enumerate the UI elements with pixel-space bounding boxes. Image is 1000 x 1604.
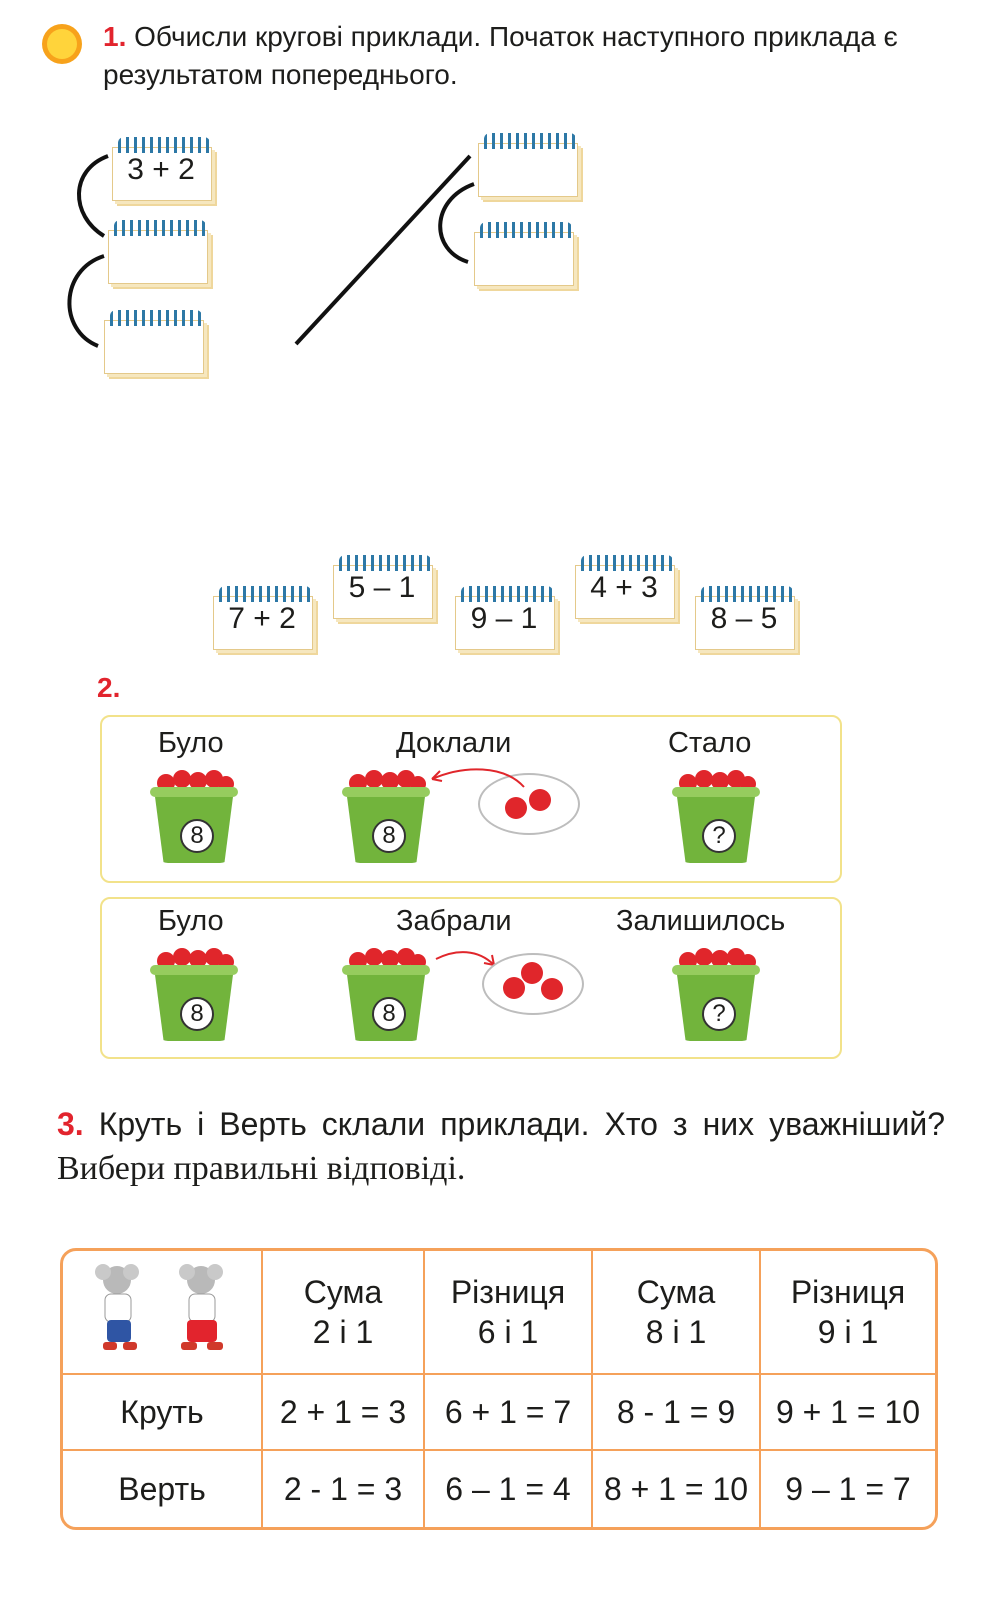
example-card — [108, 220, 208, 284]
example-text: 3 + 2 — [127, 153, 195, 186]
task3-text-b: Вибери правильні відповіді. — [57, 1150, 466, 1187]
label-before: Було — [158, 905, 224, 937]
arrow-icon — [431, 768, 525, 788]
header-cell: Різниця 9 і 1 — [761, 1251, 935, 1375]
bucket-icon: 8 — [340, 769, 432, 865]
header-cell: Різниця 6 і 1 — [425, 1251, 593, 1375]
plate-with-apples-icon — [482, 953, 584, 1015]
header-numbers: 9 і 1 — [817, 1314, 879, 1350]
plate-with-apples-icon — [478, 773, 580, 835]
label-removed: Забрали — [396, 905, 512, 937]
task3-number: 3. — [57, 1106, 84, 1142]
example-card: 7 + 2 — [213, 586, 313, 650]
header-cell: Сума 2 і 1 — [263, 1251, 425, 1375]
task3-text-a: Круть і Верть склали приклади. Хто з них… — [98, 1106, 946, 1142]
bucket-count: 8 — [372, 997, 406, 1031]
bucket-count: 8 — [372, 819, 406, 853]
bucket-icon: 8 — [340, 947, 432, 1043]
header-title: Різниця — [450, 1274, 566, 1310]
example-card: 5 – 1 — [333, 555, 433, 619]
mice-illustration — [63, 1251, 263, 1375]
bucket-icon: 8 — [148, 947, 240, 1043]
table-header-row: Сума 2 і 1 Різниця 6 і 1 Сума 8 і 1 Різн… — [63, 1251, 935, 1375]
header-title: Різниця — [790, 1274, 906, 1310]
header-numbers: 8 і 1 — [645, 1314, 707, 1350]
bucket-count: 8 — [180, 997, 214, 1031]
example-text: 8 – 5 — [710, 602, 778, 635]
answer-cell[interactable]: 6 – 1 = 4 — [425, 1451, 593, 1527]
bucket-icon: 8 — [148, 769, 240, 865]
answer-cell[interactable]: 2 - 1 = 3 — [263, 1451, 425, 1527]
table-row: Круть 2 + 1 = 3 6 + 1 = 7 8 - 1 = 9 9 + … — [63, 1375, 935, 1451]
row-name: Круть — [63, 1375, 263, 1451]
row-name: Верть — [63, 1451, 263, 1527]
connector-lines — [67, 154, 475, 348]
answers-table: Сума 2 і 1 Різниця 6 і 1 Сума 8 і 1 Різн… — [60, 1248, 938, 1530]
panel-added: Було Доклали Стало 8 8 ? — [100, 715, 842, 883]
example-text: 7 + 2 — [228, 602, 296, 635]
bucket-count: ? — [702, 819, 736, 853]
task3-heading: 3. Круть і Верть склали приклади. Хто з … — [57, 1102, 945, 1191]
example-card: 9 – 1 — [455, 586, 555, 650]
header-numbers: 2 і 1 — [312, 1314, 374, 1350]
header-cell: Сума 8 і 1 — [593, 1251, 761, 1375]
label-remaining: Залишилось — [616, 905, 786, 937]
answer-cell[interactable]: 8 + 1 = 10 — [593, 1451, 761, 1527]
table-row: Верть 2 - 1 = 3 6 – 1 = 4 8 + 1 = 10 9 –… — [63, 1451, 935, 1527]
answer-cell[interactable]: 6 + 1 = 7 — [425, 1375, 593, 1451]
example-card: 8 – 5 — [695, 586, 795, 650]
answer-cell[interactable]: 2 + 1 = 3 — [263, 1375, 425, 1451]
task2-number: 2. — [97, 672, 121, 703]
bucket-count: 8 — [180, 819, 214, 853]
label-before: Було — [158, 727, 224, 759]
example-card: 4 + 3 — [575, 555, 675, 619]
answer-cell[interactable]: 9 – 1 = 7 — [785, 1470, 911, 1507]
example-card — [474, 222, 574, 286]
header-numbers: 6 і 1 — [477, 1314, 539, 1350]
example-card: 3 + 2 — [112, 137, 212, 201]
header-title: Сума — [636, 1274, 716, 1310]
example-text: 9 – 1 — [470, 602, 538, 635]
task1-number: 1. — [103, 21, 127, 52]
answer-cell[interactable]: 8 - 1 = 9 — [593, 1375, 761, 1451]
task1-text: Обчисли кругові приклади. Початок наступ… — [103, 21, 898, 90]
bucket-icon: ? — [670, 947, 762, 1043]
panel-removed: Було Забрали Залишилось 8 8 ? — [100, 897, 842, 1059]
header-title: Сума — [303, 1274, 383, 1310]
example-text: 5 – 1 — [348, 571, 416, 604]
label-result: Стало — [668, 727, 752, 759]
bucket-icon: ? — [670, 769, 762, 865]
mice-icon — [95, 1264, 223, 1350]
example-text: 4 + 3 — [590, 571, 658, 604]
example-card — [478, 133, 578, 197]
example-card — [104, 310, 204, 374]
sun-icon — [42, 24, 82, 64]
task1-heading: 1. Обчисли кругові приклади. Початок нас… — [103, 18, 983, 94]
bucket-count: ? — [702, 997, 736, 1031]
answer-cell[interactable]: 9 + 1 = 10 — [761, 1375, 935, 1451]
label-added: Доклали — [396, 727, 512, 759]
